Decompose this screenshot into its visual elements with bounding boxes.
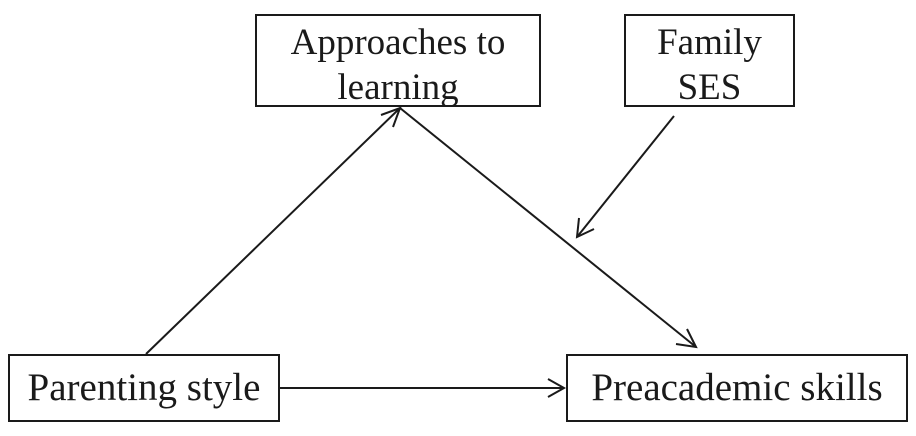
arrowhead-parenting-to-preacademic [547, 378, 567, 398]
node-ses-line1: Family [657, 22, 762, 63]
node-preacademic-skills: Preacademic skills [566, 354, 908, 422]
node-approaches-to-learning: Approaches to learning [255, 14, 541, 107]
node-approaches-line1: Approaches to [290, 22, 506, 63]
node-approaches-line2: learning [337, 67, 459, 107]
arrow-approaches-to-preacademic [399, 107, 697, 348]
arrowhead-ses-moderation [575, 217, 595, 239]
arrow-ses-moderation [576, 115, 675, 238]
node-preacademic-label: Preacademic skills [591, 366, 883, 410]
node-parenting-label: Parenting style [27, 366, 261, 410]
node-parenting-style: Parenting style [8, 354, 280, 422]
node-ses-line2: SES [677, 67, 742, 107]
node-family-ses: Family SES [624, 14, 795, 107]
arrow-parenting-to-approaches [145, 107, 401, 355]
arrowhead-approaches-to-preacademic [675, 328, 698, 349]
